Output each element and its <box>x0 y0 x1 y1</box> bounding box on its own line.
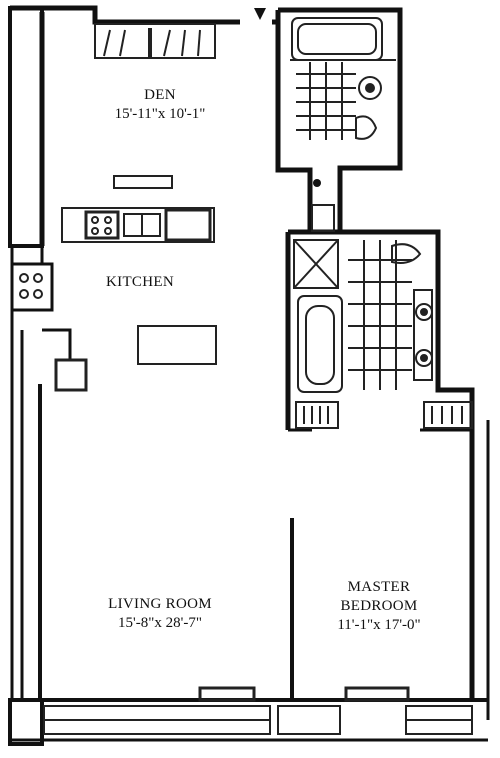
cooktop <box>84 210 120 240</box>
den-east-wall <box>275 10 313 232</box>
closet-right <box>423 401 473 429</box>
bar-counter <box>113 175 173 189</box>
master-bath-fixtures <box>293 239 433 393</box>
upper-sink <box>358 76 382 100</box>
vanity <box>413 289 433 381</box>
master-bedroom-label: MASTER BEDROOM 11'-1"x 17'-0" <box>316 578 442 634</box>
left-column-bottom <box>8 698 44 746</box>
left-column-top <box>8 6 44 248</box>
kitchen-island <box>137 325 217 365</box>
bedroom-closets <box>295 401 473 429</box>
door-knob <box>313 179 321 187</box>
living-room-name: LIVING ROOM <box>108 596 212 612</box>
interior-walls <box>42 328 472 700</box>
refrigerator <box>54 358 88 392</box>
upper-bath-walls <box>278 7 403 232</box>
master-bedroom-dimensions: 11'-1"x 17'-0" <box>337 616 421 633</box>
exterior-walls <box>8 5 490 746</box>
radiator-bedroom <box>344 686 410 702</box>
entry-arrow-icon <box>254 8 266 20</box>
master-tile-floor <box>348 240 412 390</box>
upper-toilet <box>355 115 378 140</box>
closet-left <box>295 401 339 429</box>
den-dimensions: 15'-11"x 10'-1" <box>114 105 206 122</box>
corridor-closet <box>311 204 335 232</box>
sink-one <box>415 303 433 321</box>
kitchen-label: KITCHEN <box>90 273 190 292</box>
living-room-label: LIVING ROOM 15'-8"x 28'-7" <box>90 595 230 633</box>
master-toilet <box>391 243 422 264</box>
den-name: DEN <box>144 87 176 103</box>
shower <box>293 239 339 289</box>
den-closet <box>94 23 216 59</box>
stove-left <box>10 262 54 312</box>
sink-two <box>415 349 433 367</box>
upper-bath-fixtures <box>290 17 396 140</box>
window-middle <box>277 705 341 735</box>
kitchen-counter <box>61 207 215 243</box>
upper-tile-floor <box>296 62 356 140</box>
closet <box>94 23 216 59</box>
radiator-living <box>198 686 256 702</box>
master-tub <box>297 295 343 393</box>
master-bedroom-name-line1: MASTER <box>347 579 411 595</box>
master-bedroom-name-line2: BEDROOM <box>340 597 418 614</box>
den-label: DEN 15'-11"x 10'-1" <box>95 86 225 124</box>
living-room-dimensions: 15'-8"x 28'-7" <box>118 614 202 631</box>
kitchen-name: KITCHEN <box>106 274 174 290</box>
south-windows <box>43 686 473 735</box>
dishwasher <box>164 208 212 242</box>
kitchen-counters <box>19 175 217 392</box>
master-bath-walls <box>288 229 475 420</box>
den-north-wall <box>10 5 240 25</box>
